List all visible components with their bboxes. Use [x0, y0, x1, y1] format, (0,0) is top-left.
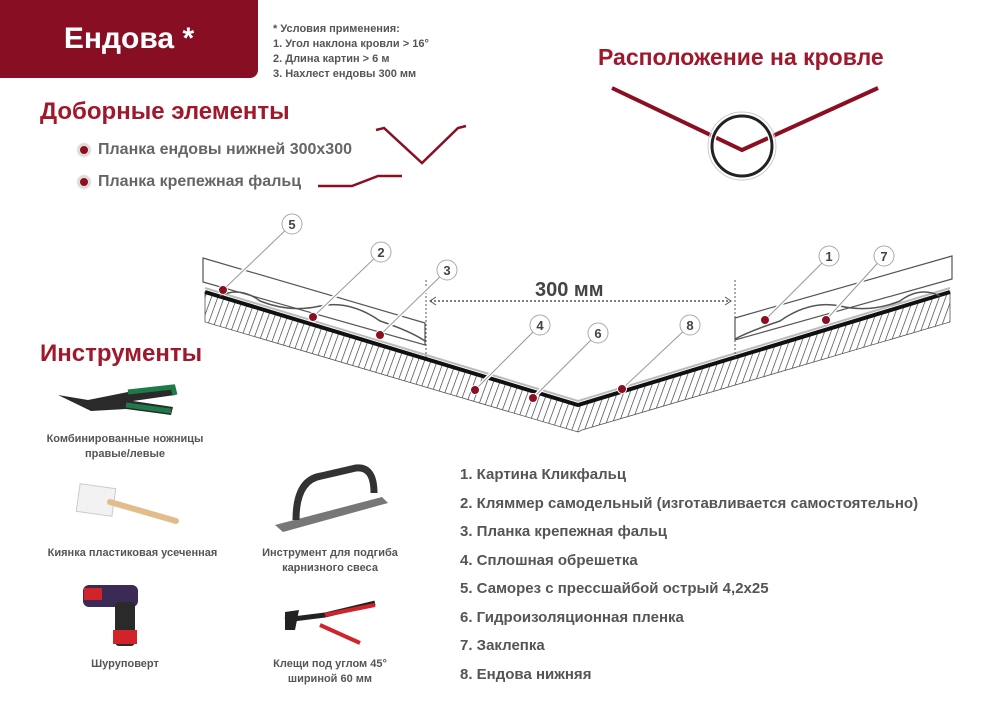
- callout-number: 6: [594, 326, 601, 341]
- callout-7: 7: [821, 245, 895, 325]
- tool-caption: Киянка пластиковая усеченная: [47, 547, 218, 559]
- legend-item: 3. Планка крепежная фальц: [460, 523, 668, 540]
- callout-number: 8: [686, 318, 693, 333]
- callout-number: 3: [443, 263, 450, 278]
- callout-dot: [375, 330, 385, 340]
- callout-5: 5: [218, 213, 303, 295]
- callout-dot: [308, 312, 318, 322]
- roof-location-icon: [611, 86, 879, 181]
- legend-item: 6. Гидроизоляционная пленка: [460, 609, 684, 626]
- callout-6: 6: [528, 322, 609, 403]
- callout-number: 1: [825, 249, 832, 264]
- title-banner: [0, 0, 258, 78]
- callout-dot: [218, 285, 228, 295]
- legend-item: 7. Заклепка: [460, 637, 545, 654]
- legend-item: 4. Сплошная обрешетка: [460, 552, 638, 569]
- bullet-icon: [78, 176, 90, 188]
- fastening-strip-icon: [318, 174, 402, 188]
- legend-item: 2. Кляммер самодельный (изготавливается …: [460, 495, 919, 512]
- condition-item: 3. Нахлест ендовы 300 мм: [273, 68, 417, 80]
- bullet-icon: [78, 144, 90, 156]
- legend-item: 8. Ендова нижняя: [460, 666, 592, 683]
- callout-dot: [617, 384, 627, 394]
- extra-element-item: Планка ендовы нижней 300х300: [78, 141, 352, 159]
- valley-plank-icon: [375, 124, 467, 165]
- callout-dot: [821, 315, 831, 325]
- condition-item: 2. Длина картин > 6 м: [273, 53, 390, 65]
- tool-caption: Клещи под углом 45°шириной 60 мм: [273, 658, 387, 685]
- callout-3: 3: [375, 259, 458, 340]
- legend-item: 1. Картина Кликфальц: [460, 466, 627, 483]
- conditions: * Условия применения: 1. Угол наклона кр…: [273, 22, 429, 82]
- callout-number: 7: [880, 249, 887, 264]
- callout-dot: [760, 315, 770, 325]
- snips-image: [58, 384, 178, 415]
- callout-8: 8: [617, 314, 701, 394]
- drill-image: [83, 585, 138, 646]
- callout-2: 2: [308, 241, 392, 322]
- callout-number: 5: [288, 217, 295, 232]
- callout-4: 4: [470, 314, 551, 395]
- extra-element-item: Планка крепежная фальц: [78, 173, 301, 191]
- callout-number: 2: [377, 245, 384, 260]
- callout-number: 4: [536, 318, 544, 333]
- legend-item: 5. Саморез с прессшайбой острый 4,2х25: [460, 580, 769, 597]
- callout-dot: [470, 385, 480, 395]
- callouts: 1 2 3 4 5 6 7 8: [218, 213, 895, 403]
- mallet-image: [75, 483, 179, 524]
- bending-tool-image: [275, 464, 388, 532]
- tools-heading: Инструменты: [40, 340, 203, 367]
- callout-1: 1: [760, 245, 840, 325]
- item-label: Планка крепежная фальц: [98, 173, 302, 190]
- conditions-heading: * Условия применения:: [273, 23, 400, 35]
- condition-item: 1. Угол наклона кровли > 16°: [273, 38, 429, 50]
- callout-dot: [528, 393, 538, 403]
- dimension-label: 300 мм: [535, 279, 604, 301]
- tool-caption: Шуруповерт: [91, 658, 159, 670]
- page-title: Ендова *: [63, 22, 195, 55]
- extra-elements-heading: Доборные элементы: [40, 98, 290, 125]
- item-label: Планка ендовы нижней 300х300: [98, 141, 352, 158]
- location-title: Расположение на кровле: [598, 44, 884, 70]
- pliers-image: [284, 600, 376, 645]
